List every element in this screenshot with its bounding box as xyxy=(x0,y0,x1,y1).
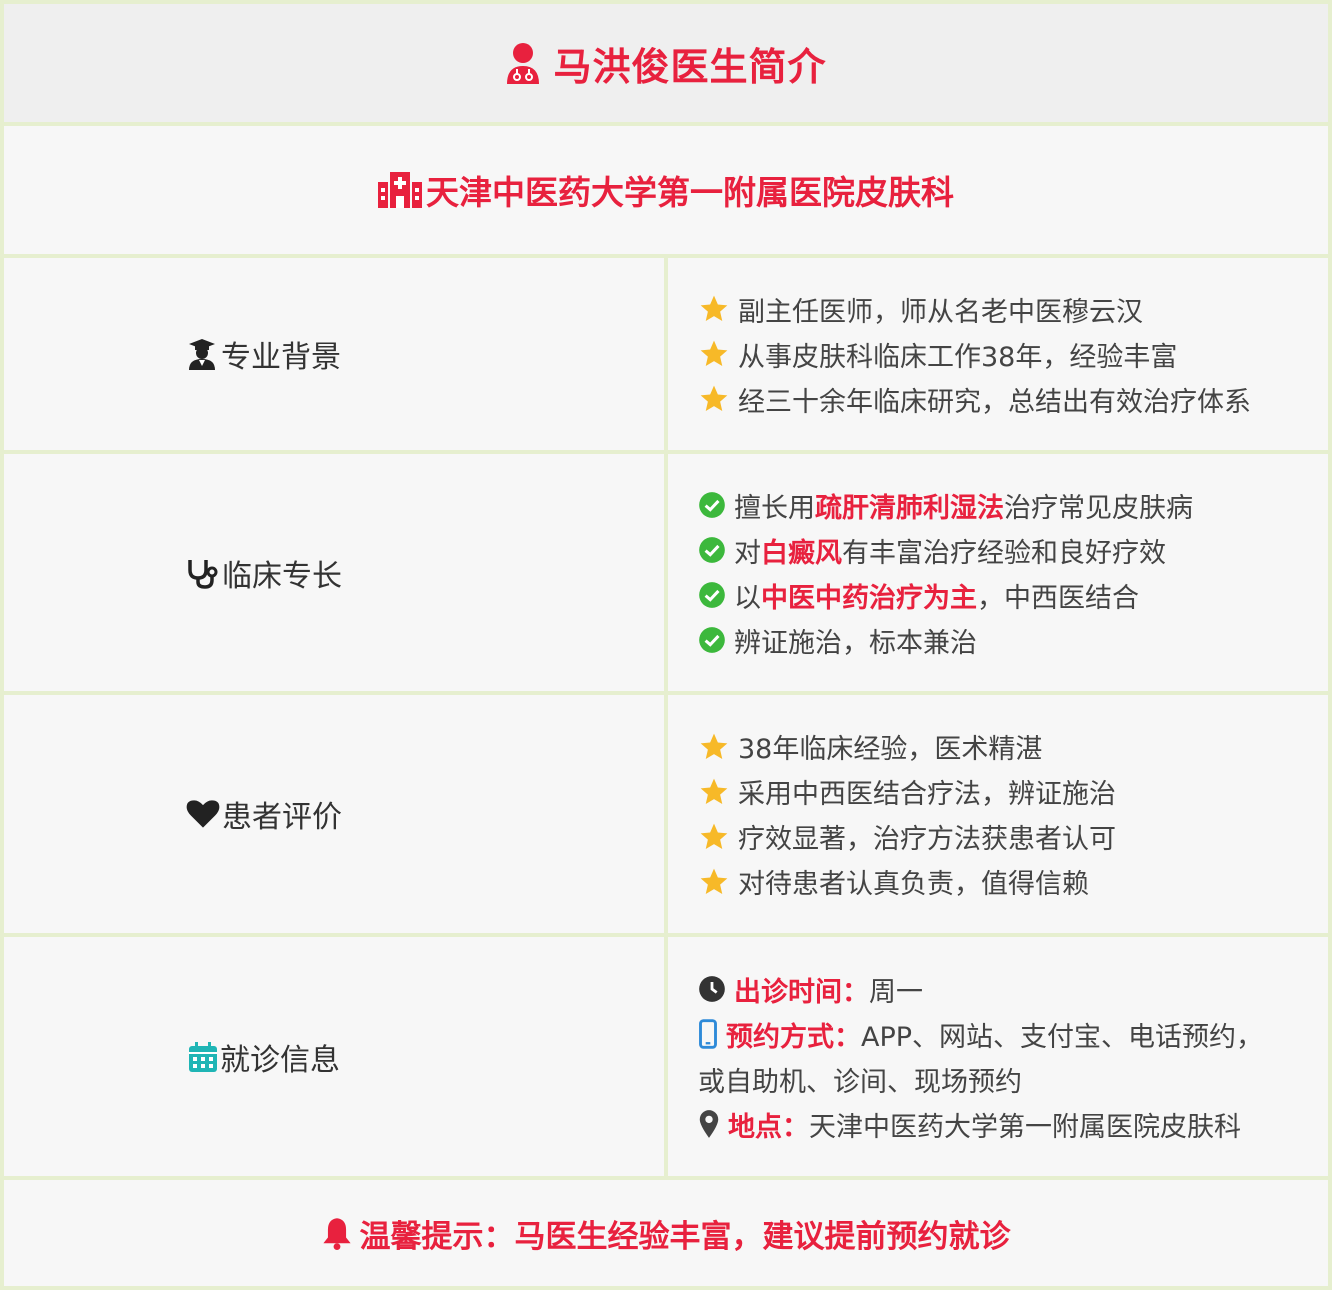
doctor-icon xyxy=(505,42,541,84)
section-title: 专业背景 xyxy=(221,340,341,375)
list-item: 从事皮肤科临床工作38年，经验丰富 xyxy=(698,332,1328,377)
phone-icon xyxy=(698,1019,718,1049)
section-content-cell: 副主任医师，师从名老中医穆云汉 从事皮肤科临床工作38年，经验丰富 经三十余年临… xyxy=(668,258,1328,450)
star-icon xyxy=(698,821,730,853)
check-circle-icon xyxy=(698,536,726,564)
check-circle-icon xyxy=(698,626,726,654)
list-item: 38年临床经验，医术精湛 xyxy=(698,724,1328,769)
tip-bar: 温馨提示：马医生经验丰富，建议提前预约就诊 xyxy=(4,1180,1328,1286)
star-icon xyxy=(698,383,730,415)
list-item: 对待患者认真负责，值得信赖 xyxy=(698,859,1328,904)
check-circle-icon xyxy=(698,581,726,609)
list-item: 擅长用疏肝清肺利湿法治疗常见皮肤病 xyxy=(698,483,1328,528)
visit-location: 地点：天津中医药大学第一附属医院皮肤科 xyxy=(698,1102,1328,1147)
section-label-cell: 就诊信息 xyxy=(4,937,664,1176)
section-title: 临床专长 xyxy=(222,558,342,594)
stethoscope-icon xyxy=(186,556,220,590)
calendar-icon xyxy=(188,1041,218,1073)
section-content-cell: 擅长用疏肝清肺利湿法治疗常见皮肤病 对白癜风有丰富治疗经验和良好疗效 以中医中药… xyxy=(668,454,1328,691)
bell-icon xyxy=(322,1216,352,1250)
list-item: 以中医中药治疗为主，中西医结合 xyxy=(698,573,1328,618)
section-title: 就诊信息 xyxy=(220,1042,340,1078)
list-item: 副主任医师，师从名老中医穆云汉 xyxy=(698,287,1328,332)
tip-text: 温馨提示：马医生经验丰富，建议提前预约就诊 xyxy=(359,1218,1011,1255)
star-icon xyxy=(698,731,730,763)
title-bar: 马洪俊医生简介 xyxy=(4,4,1328,122)
list-item: 疗效显著，治疗方法获患者认可 xyxy=(698,814,1328,859)
section-reviews: 患者评价 38年临床经验，医术精湛 采用中西医结合疗法，辨证施治 疗效显著，治疗… xyxy=(4,695,1328,933)
visit-time: 出诊时间：周一 xyxy=(698,967,1328,1012)
star-icon xyxy=(698,866,730,898)
clock-icon xyxy=(698,975,726,1003)
page-title: 马洪俊医生简介 xyxy=(553,44,827,89)
section-label-cell: 患者评价 xyxy=(4,695,664,933)
star-icon xyxy=(698,293,730,325)
hospital-icon xyxy=(378,172,422,208)
check-circle-icon xyxy=(698,491,726,519)
section-label-cell: 临床专长 xyxy=(4,454,664,691)
section-specialty: 临床专长 擅长用疏肝清肺利湿法治疗常见皮肤病 对白癜风有丰富治疗经验和良好疗效 … xyxy=(4,454,1328,691)
section-visit-info: 就诊信息 出诊时间：周一 预约方式：APP、网站、支付宝、电话预约， 或自助机、… xyxy=(4,937,1328,1176)
list-item: 辨证施治，标本兼治 xyxy=(698,618,1328,663)
list-item: 经三十余年临床研究，总结出有效治疗体系 xyxy=(698,377,1328,422)
hospital-name: 天津中医药大学第一附属医院皮肤科 xyxy=(426,173,954,212)
list-item: 采用中西医结合疗法，辨证施治 xyxy=(698,769,1328,814)
list-item: 对白癜风有丰富治疗经验和良好疗效 xyxy=(698,528,1328,573)
star-icon xyxy=(698,776,730,808)
section-title: 患者评价 xyxy=(222,800,342,835)
section-content-cell: 出诊时间：周一 预约方式：APP、网站、支付宝、电话预约， 或自助机、诊间、现场… xyxy=(668,937,1328,1176)
hospital-bar: 天津中医药大学第一附属医院皮肤科 xyxy=(4,126,1328,254)
booking-method-continued: 或自助机、诊间、现场预约 xyxy=(698,1066,1022,1098)
section-label-cell: 专业背景 xyxy=(4,258,664,450)
heart-icon xyxy=(186,799,220,829)
section-background: 专业背景 副主任医师，师从名老中医穆云汉 从事皮肤科临床工作38年，经验丰富 经… xyxy=(4,258,1328,450)
location-pin-icon xyxy=(698,1109,720,1139)
booking-method: 预约方式：APP、网站、支付宝、电话预约， xyxy=(698,1012,1328,1057)
star-icon xyxy=(698,338,730,370)
graduate-icon xyxy=(187,338,217,370)
section-content-cell: 38年临床经验，医术精湛 采用中西医结合疗法，辨证施治 疗效显著，治疗方法获患者… xyxy=(668,695,1328,933)
